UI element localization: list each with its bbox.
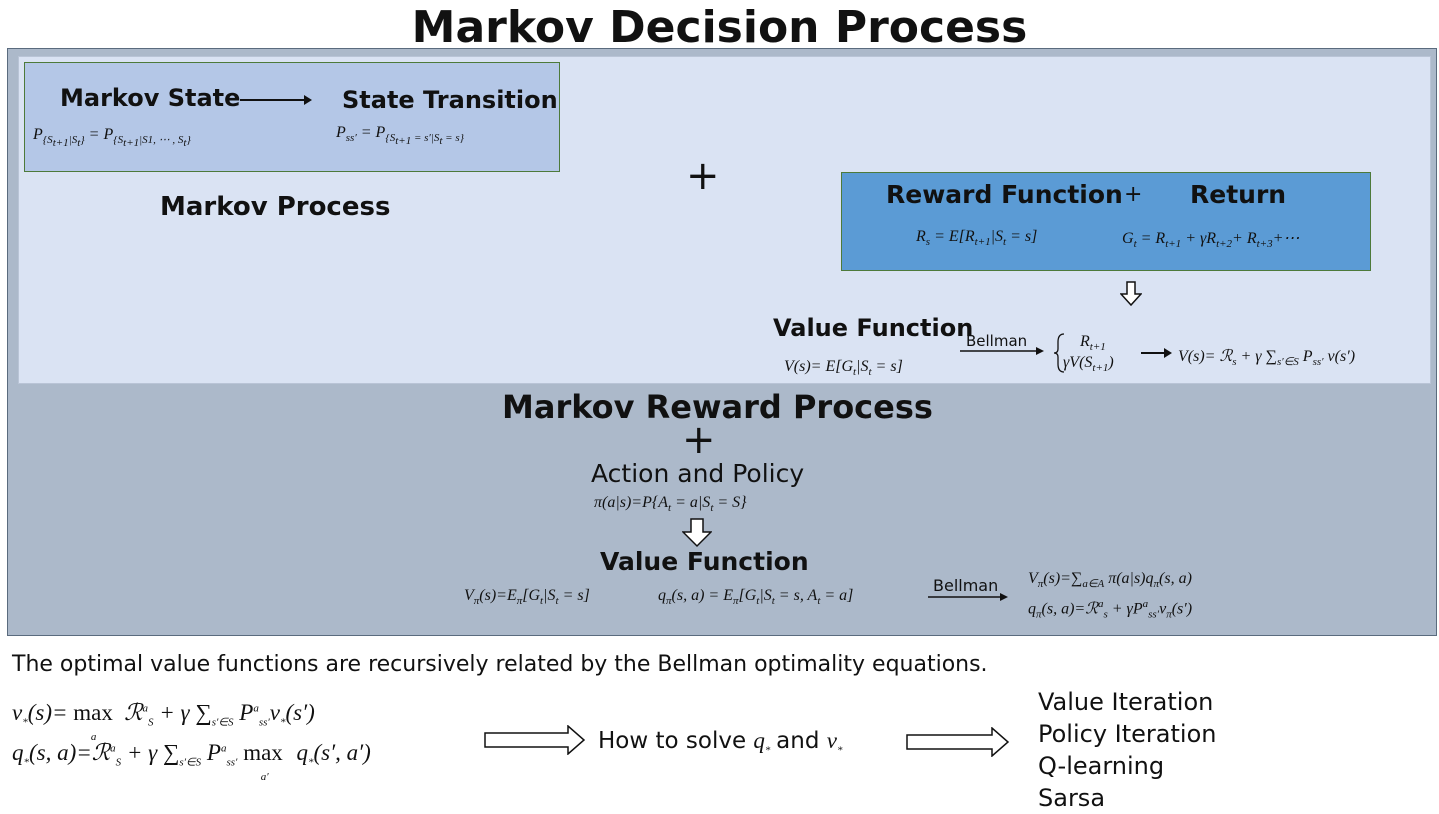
value-function-formula: V(s)= E[Gt|St = s] [784, 358, 903, 379]
solution-methods-list: Value Iteration Policy Iteration Q-learn… [1038, 686, 1216, 814]
markov-state-formula: P{St+1|St} = P{St+1|S1, ⋯ , St} [33, 126, 191, 150]
state-value-formula: Vπ(s)=Eπ[Gt|St = s] [464, 587, 590, 608]
arrow-right-icon [1141, 348, 1172, 358]
brace-icon [1053, 333, 1065, 373]
action-policy-label: Action and Policy [591, 459, 805, 488]
markov-reward-process-label: Markov Reward Process [502, 388, 933, 426]
arrow-down-icon [1120, 281, 1142, 307]
plus-sign: + [686, 153, 720, 199]
state-transition-formula: Pss′ = P{St+1 = s′|St = s} [336, 124, 465, 148]
arrow-right-icon [928, 593, 1008, 601]
policy-formula: π(a|s)=P{At = a|St = S} [594, 494, 747, 515]
arrow-down-icon [682, 518, 712, 548]
how-to-solve-and: and [776, 728, 820, 754]
brace-bottom: γV(St+1) [1063, 354, 1114, 375]
action-value-formula: qπ(s, a) = Eπ[Gt|St = s, At = a] [658, 587, 854, 608]
bellman-result: V(s)= ℛs + γ ∑s′∈S Pss′ v(s′) [1178, 348, 1356, 369]
mdp-bellman-label: Bellman [933, 576, 999, 595]
how-to-solve-label: How to solve [598, 728, 747, 754]
brace-top: Rt+1 [1080, 333, 1106, 354]
method-value-iteration: Value Iteration [1038, 688, 1214, 716]
optimality-sentence: The optimal value functions are recursiv… [12, 652, 988, 677]
state-value-bellman: Vπ(s)=∑a∈A π(a|s)qπ(s, a) [1028, 570, 1192, 591]
return-formula: Gt = Rt+1 + γRt+2+ Rt+3+⋯ [1122, 230, 1300, 251]
markov-state-box [24, 62, 560, 172]
arrow-right-icon [240, 95, 312, 105]
bellman-label: Bellman [966, 332, 1028, 350]
arrow-right-icon [484, 725, 586, 755]
return-label: Return [1190, 180, 1287, 209]
v-star-equation: v*(s)= maxa ℛaS + γ ∑s′∈S Pass′v*(s′) [12, 700, 315, 743]
markov-process-label: Markov Process [160, 192, 391, 222]
how-to-solve-text: How to solve q* and v* [598, 728, 843, 757]
arrow-right-icon [960, 347, 1044, 355]
reward-return-box [841, 172, 1371, 271]
reward-function-label: Reward Function [886, 180, 1123, 209]
reward-formula: Rs = E[Rt+1|St = s] [916, 228, 1038, 249]
markov-state-label: Markov State [60, 84, 241, 112]
method-policy-iteration: Policy Iteration [1038, 720, 1217, 748]
method-q-learning: Q-learning [1038, 752, 1165, 780]
state-transition-label: State Transition [342, 86, 558, 114]
arrow-right-icon [906, 727, 1010, 757]
plus-sign: + [1124, 182, 1143, 207]
plus-sign: + [682, 417, 716, 463]
q-star-equation: q*(s, a)=ℛaS + γ ∑s′∈S Pass′ maxa′ q*(s′… [12, 740, 371, 783]
mdp-value-function-label: Value Function [600, 547, 809, 576]
action-value-bellman: qπ(s, a)=ℛas + γPass′vπ(s′) [1028, 598, 1193, 621]
value-function-label: Value Function [773, 314, 974, 342]
page-title: Markov Decision Process [411, 2, 1028, 53]
method-sarsa: Sarsa [1038, 784, 1106, 812]
